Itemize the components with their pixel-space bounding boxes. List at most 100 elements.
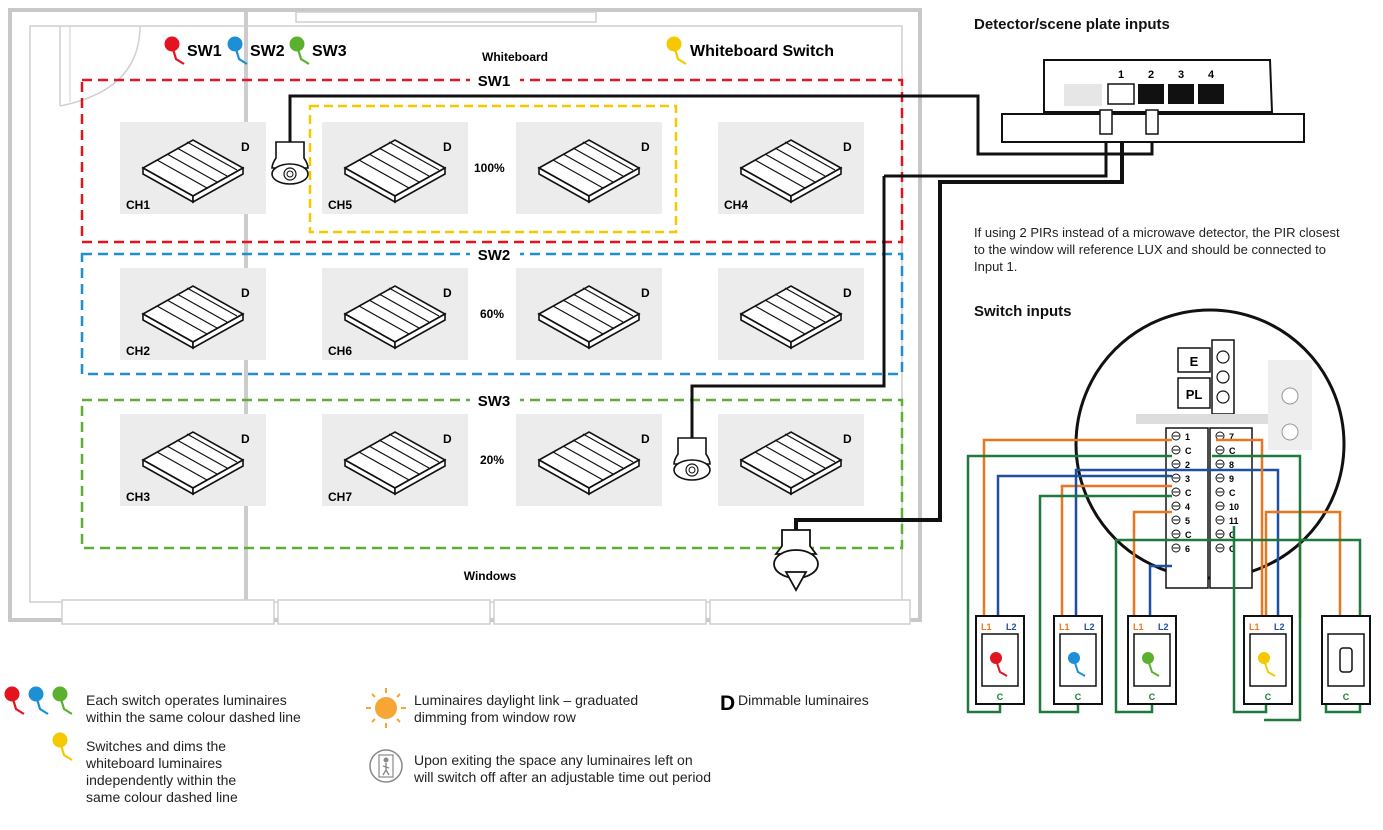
dim-marker: D [641, 432, 650, 446]
terminal-label: 9 [1229, 474, 1234, 484]
screw-icon [1171, 445, 1181, 455]
whiteboard-key-label: Whiteboard Switch [690, 43, 834, 60]
luminaire [515, 267, 663, 361]
whiteboard-label: Whiteboard [482, 50, 548, 64]
red-pin-icon [163, 35, 186, 66]
screw-icon [1215, 501, 1225, 511]
screw-icon [1215, 543, 1225, 553]
switch-pin-icon [1142, 652, 1154, 664]
dim-marker: D [241, 286, 250, 300]
screw-icon [1215, 473, 1225, 483]
channel-label: CH7 [328, 490, 352, 504]
plate-common-label: C [1265, 692, 1272, 702]
level-label: 100% [474, 161, 505, 175]
legend-daylight-text: Luminaires daylight link – graduated dim… [414, 692, 639, 725]
switch-key-label: SW3 [312, 43, 347, 60]
switch-key-sw2: SW2 [226, 35, 285, 66]
plate-l1-label: L1 [981, 622, 992, 632]
terminal-label: C [1185, 530, 1192, 540]
channel-label: CH4 [724, 198, 748, 212]
input-number: 1 [1118, 69, 1124, 81]
dim-levels: 100% 60% 20% [474, 161, 505, 467]
dim-marker: D [843, 140, 852, 154]
plate-l2-label: L2 [1084, 622, 1095, 632]
yellow-pin-icon [665, 35, 688, 66]
switch-key-sw3: SW3 [288, 35, 347, 66]
terminal-label: C [1185, 488, 1192, 498]
rocker-icon [1339, 647, 1353, 673]
zone-label: SW1 [478, 73, 511, 90]
screw-icon [1215, 445, 1225, 455]
screw-icon [1171, 529, 1181, 539]
channel-label: CH2 [126, 344, 150, 358]
channel-label: CH5 [328, 198, 352, 212]
room-outline [8, 8, 922, 625]
terminal-label: 6 [1185, 544, 1190, 554]
luminaire [717, 413, 865, 507]
legend-absence-text: Upon exiting the space any luminaires le… [414, 752, 712, 785]
pir-detector-icon [673, 437, 711, 481]
blank-port [1064, 84, 1102, 106]
terminal-label: 1 [1185, 432, 1190, 442]
dim-marker: D [843, 432, 852, 446]
terminal-label: 10 [1229, 502, 1239, 512]
dimmable-marker-icon: D [720, 692, 735, 715]
switch-key-label: SW1 [187, 43, 222, 60]
zone-label: SW2 [478, 247, 511, 264]
sun-icon [366, 688, 406, 728]
terminal-label: C [1185, 446, 1192, 456]
dim-marker: D [241, 140, 250, 154]
switch-plate: C [1321, 615, 1371, 705]
screw-icon [1171, 431, 1181, 441]
green-pin-icon [288, 35, 311, 66]
switch-key-label: SW2 [250, 43, 285, 60]
dim-marker: D [443, 140, 452, 154]
screw-icon [1171, 473, 1181, 483]
rj-port-1 [1107, 83, 1135, 105]
input-number: 4 [1208, 69, 1215, 81]
earth-label: E [1190, 354, 1199, 369]
rj-port-3 [1168, 84, 1194, 104]
switch-pin-icon [990, 652, 1002, 664]
plate-common-label: C [1149, 692, 1156, 702]
level-label: 20% [480, 453, 504, 467]
dim-marker: D [241, 432, 250, 446]
terminal-block-right [1209, 427, 1253, 589]
pl-label: PL [1186, 387, 1203, 402]
plate-common-label: C [1343, 692, 1350, 702]
zone-whiteboard [308, 104, 678, 234]
detector-panel-note: If using 2 PIRs instead of a microwave d… [974, 225, 1340, 274]
terminal-label: C [1229, 488, 1236, 498]
plate-l2-label: L2 [1006, 622, 1017, 632]
screw-icon [1215, 487, 1225, 497]
blue-pin-icon [27, 685, 50, 716]
plate-l2-label: L2 [1158, 622, 1169, 632]
screw-icon [1171, 501, 1181, 511]
screw-icon [1171, 515, 1181, 525]
legend-switches-text: Each switch operates luminaires within t… [86, 692, 301, 725]
windows-label: Windows [464, 569, 517, 583]
terminal-label: 7 [1229, 432, 1234, 442]
input-number: 2 [1148, 69, 1154, 81]
screw-icon [1215, 459, 1225, 469]
channel-label: CH6 [328, 344, 352, 358]
terminal-label: 3 [1185, 474, 1190, 484]
dim-marker: D [443, 286, 452, 300]
screw-icon [1171, 543, 1181, 553]
dim-marker: D [443, 432, 452, 446]
rj-port-4 [1198, 84, 1224, 104]
plate-l2-label: L2 [1274, 622, 1285, 632]
screw-icon [1171, 487, 1181, 497]
channel-label: CH3 [126, 490, 150, 504]
green-pin-icon [51, 685, 74, 716]
whiteboard-switch-key: Whiteboard Switch [665, 35, 834, 66]
yellow-pin-icon [51, 731, 74, 762]
legend-switch-icons [3, 685, 74, 762]
level-label: 60% [480, 307, 504, 321]
